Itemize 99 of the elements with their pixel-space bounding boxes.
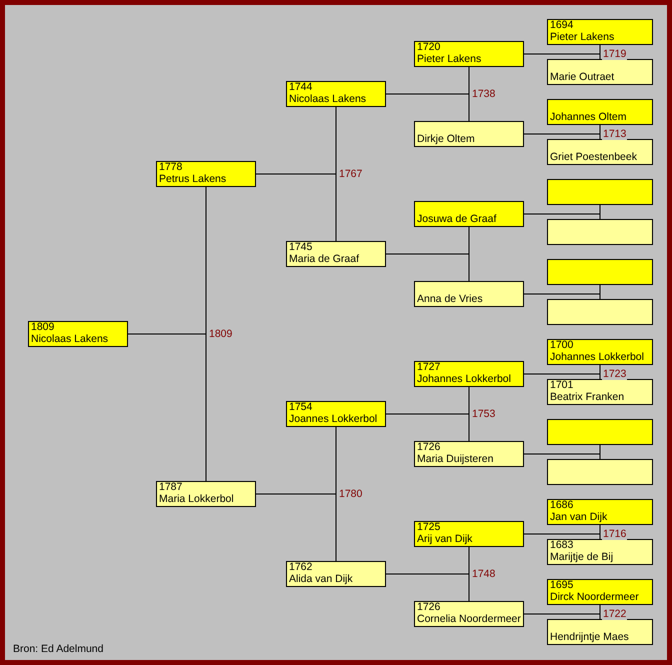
person-box	[286, 401, 386, 427]
person-box	[414, 361, 524, 387]
person-name: Johannes Lokkerbol	[550, 351, 644, 363]
connector-line	[524, 374, 600, 380]
person-box	[547, 459, 653, 485]
birth-year: 1726	[417, 601, 440, 613]
person-name: Arij van Dijk	[417, 533, 472, 545]
connector-line	[524, 534, 600, 540]
edge-label: 1767	[338, 168, 364, 180]
person-name: Maria de Graaf	[289, 253, 360, 265]
source-caption: Bron: Ed Adelmund	[13, 643, 104, 655]
birth-year: 1787	[159, 481, 182, 493]
person-box	[547, 579, 653, 605]
person-name: Anna de Vries	[417, 293, 483, 305]
edge-label: 1748	[471, 568, 496, 580]
birth-year: 1694	[550, 19, 574, 31]
person-name: Nicolaas Lakens	[289, 93, 366, 105]
birth-year: 1701	[550, 379, 574, 391]
connector-line	[524, 614, 600, 620]
person-box	[414, 201, 524, 227]
birth-year: 1695	[550, 579, 574, 591]
person-box	[547, 299, 653, 325]
person-box	[547, 99, 653, 125]
connector-line	[386, 94, 470, 122]
connector-line	[128, 334, 206, 482]
person-name: Alida van Dijk	[289, 573, 353, 585]
person-name: Petrus Lakens	[159, 173, 226, 185]
person-name: Griet Poestenbeek	[550, 151, 637, 163]
birth-year: 1686	[550, 499, 574, 511]
edge-label: 1780	[338, 488, 364, 500]
person-name: Dirck Noordermeer	[550, 591, 639, 603]
connector-line	[386, 254, 470, 282]
birth-year: 1778	[159, 161, 182, 173]
person-box	[547, 419, 653, 445]
birth-year: 1762	[289, 561, 312, 573]
edge-label: 1753	[471, 408, 496, 420]
birth-year: 1809	[31, 321, 54, 333]
person-name: Nicolaas Lakens	[31, 333, 108, 345]
birth-year: 1726	[417, 441, 440, 453]
edge-label: 1713	[602, 128, 628, 140]
person-box	[547, 259, 653, 285]
edge-label: 1722	[602, 608, 628, 620]
person-box	[547, 59, 653, 85]
person-box	[547, 379, 653, 405]
person-box	[286, 241, 386, 267]
person-box	[547, 219, 653, 245]
connector-line	[524, 454, 600, 460]
person-box	[414, 41, 524, 67]
connector-line	[524, 134, 600, 140]
person-box	[547, 139, 653, 165]
person-box	[414, 121, 524, 147]
birth-year: 1727	[417, 361, 440, 373]
person-box	[547, 499, 653, 525]
birth-year: 1725	[417, 521, 440, 533]
person-name: Maria Lokkerbol	[159, 493, 234, 505]
person-name: Josuwa de Graaf	[417, 213, 496, 225]
person-box	[547, 339, 653, 365]
person-name: Pieter Lakens	[550, 31, 614, 43]
connector-line	[386, 574, 470, 602]
edge-label: 1723	[602, 368, 628, 380]
edge-label: 1719	[602, 48, 628, 60]
person-box	[414, 601, 524, 627]
edge-label: 1716	[602, 528, 628, 540]
person-box	[286, 81, 386, 107]
person-box	[547, 619, 653, 645]
birth-year: 1683	[550, 539, 574, 551]
person-name: Johannes Lokkerbol	[417, 373, 511, 385]
person-box	[156, 161, 256, 187]
connector-line	[524, 214, 600, 220]
person-name: Joannes Lokkerbol	[289, 413, 378, 425]
birth-year: 1744	[289, 81, 312, 93]
person-box	[28, 321, 128, 347]
person-box	[286, 561, 386, 587]
person-box	[414, 281, 524, 307]
person-name: Maria Duijsteren	[417, 453, 494, 465]
connector-line	[524, 54, 600, 60]
connector-line	[524, 294, 600, 300]
person-box	[414, 521, 524, 547]
edge-label: 1738	[471, 88, 496, 100]
birth-year: 1720	[417, 41, 440, 53]
birth-year: 1745	[289, 241, 312, 253]
person-name: Pieter Lakens	[417, 53, 482, 65]
person-name: Marijtje de Bij	[550, 551, 614, 563]
person-box	[414, 441, 524, 467]
birth-year: 1754	[289, 401, 312, 413]
person-name: Marie Outraet	[550, 71, 614, 83]
person-box	[547, 19, 653, 45]
person-name: Jan van Dijk	[550, 511, 608, 523]
connector-line	[386, 414, 470, 442]
person-box	[156, 481, 256, 507]
person-name: Cornelia Noordermeer	[417, 613, 521, 625]
person-name: Dirkje Oltem	[417, 133, 475, 145]
person-box	[547, 539, 653, 565]
person-name: Beatrix Franken	[550, 391, 624, 403]
person-name: Johannes Oltem	[550, 111, 626, 123]
edge-label: 1809	[208, 328, 234, 340]
person-box	[547, 179, 653, 205]
birth-year: 1700	[550, 339, 574, 351]
person-name: Hendrijntje Maes	[550, 631, 629, 643]
